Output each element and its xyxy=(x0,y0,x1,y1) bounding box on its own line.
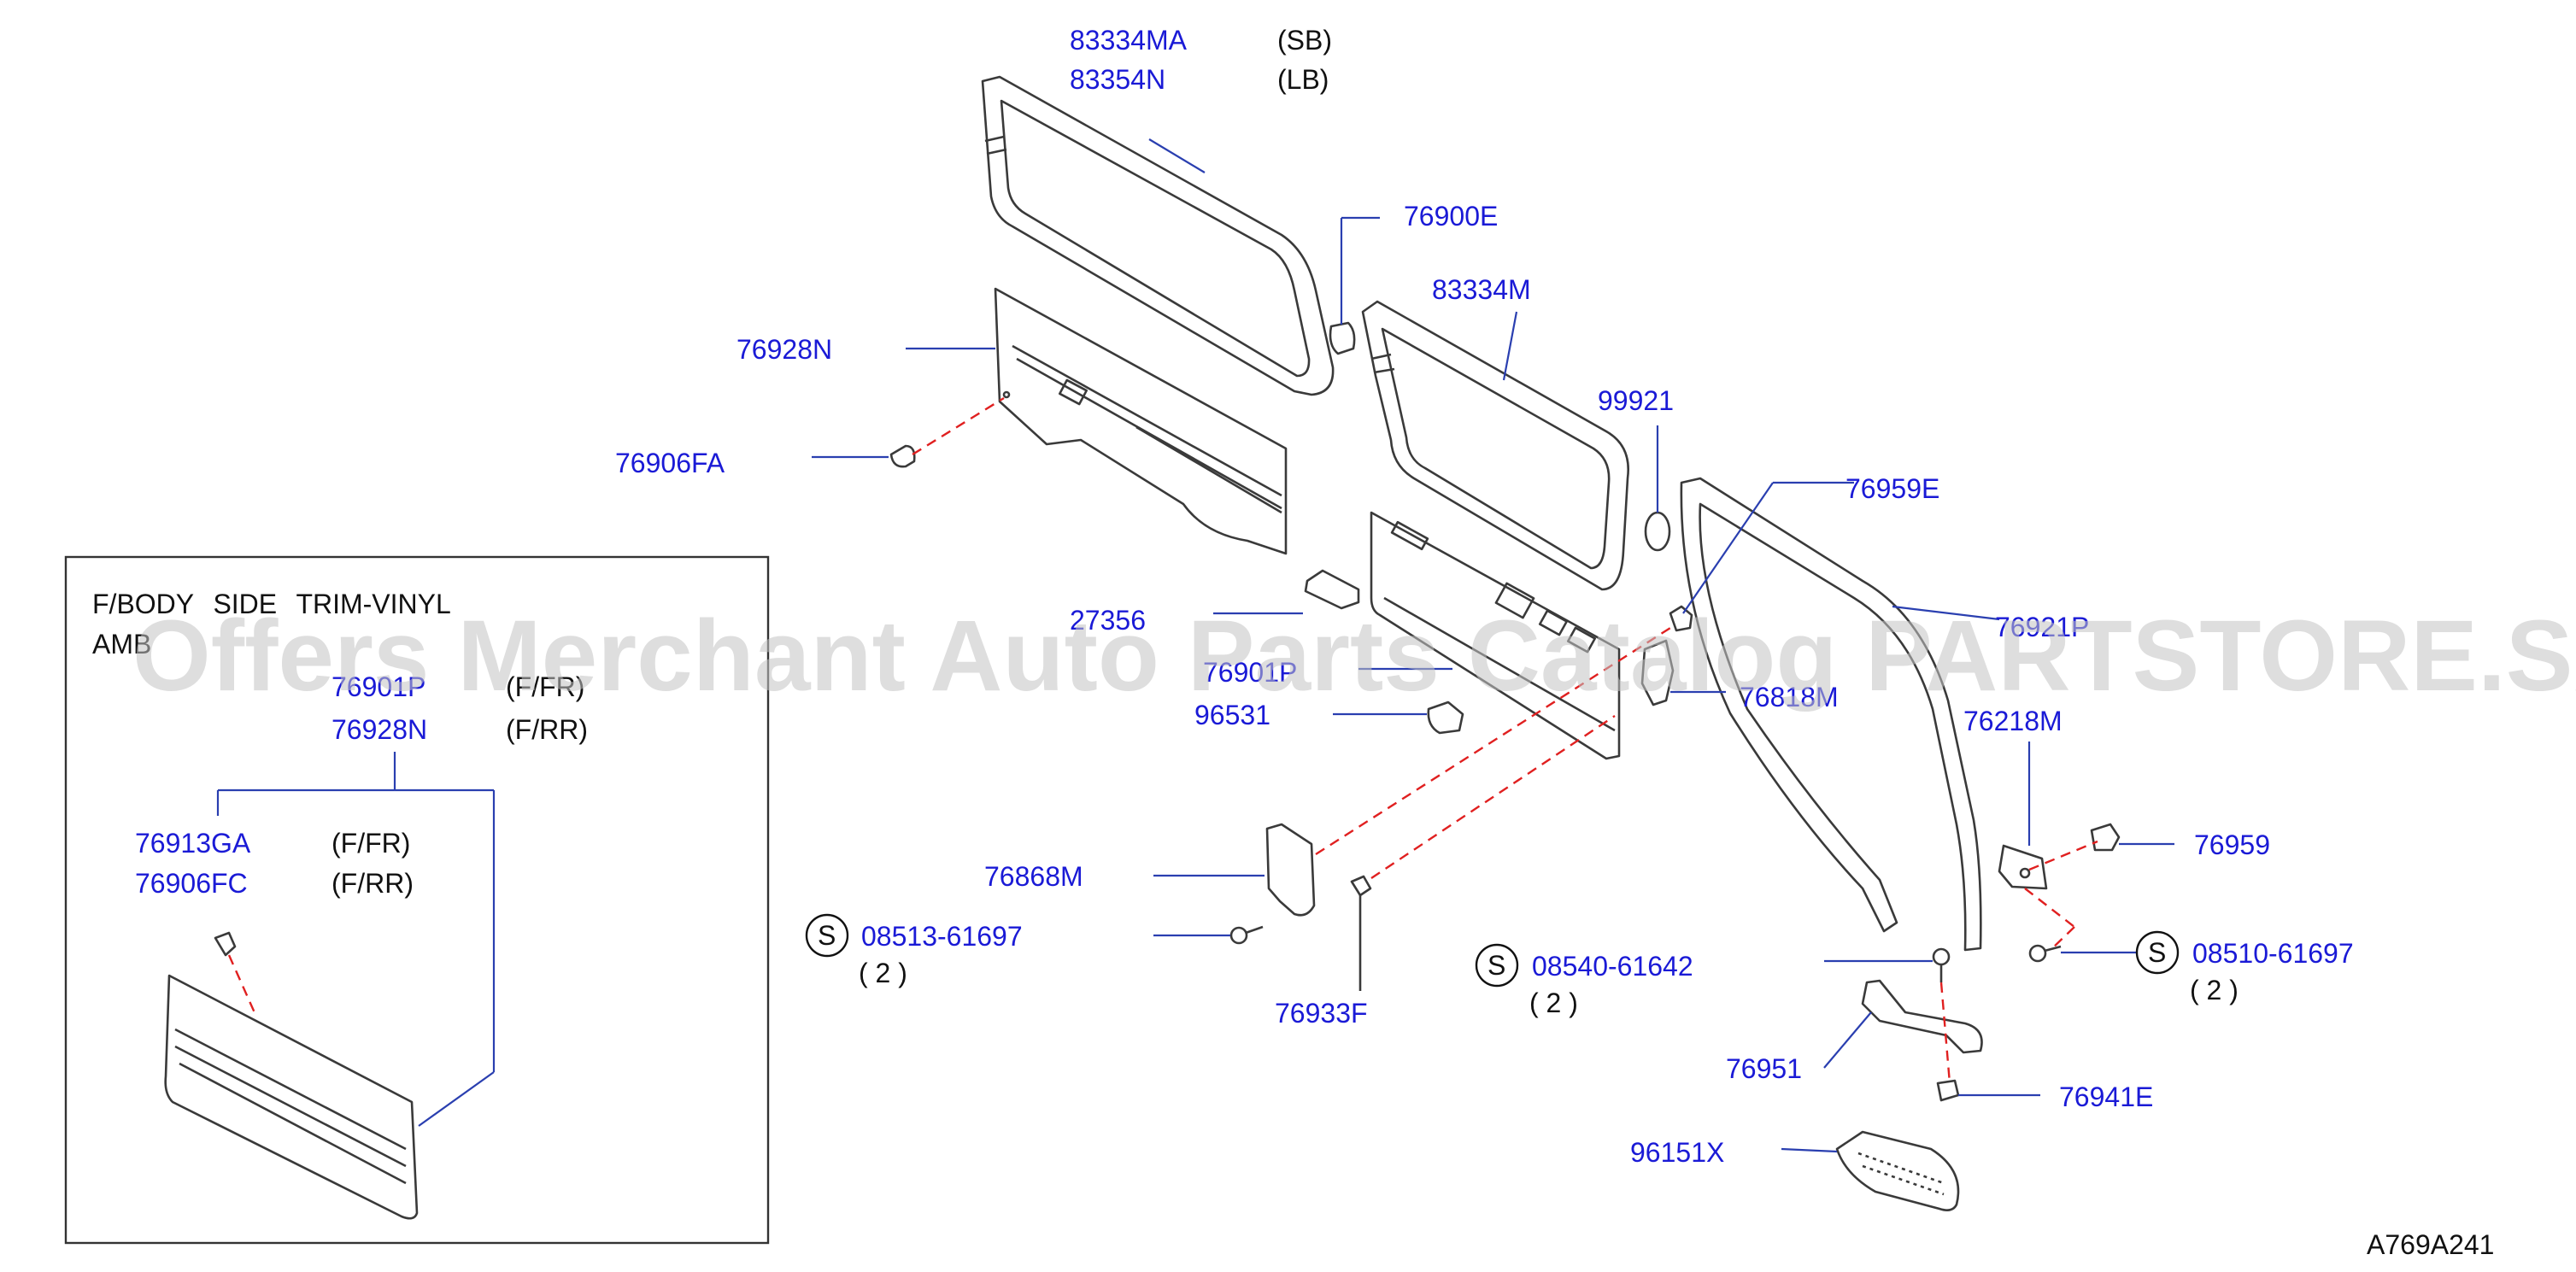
label-76928N: 76928N xyxy=(736,334,832,365)
label-08510-61697: 08510-61697 xyxy=(2192,938,2354,969)
inset-border xyxy=(64,555,770,1245)
label-76218M: 76218M xyxy=(1963,706,2063,736)
inset-note-76928N: (F/RR) xyxy=(506,714,588,745)
watermark-text: Offers Merchant Auto Parts Catalog PARTS… xyxy=(132,600,2576,712)
clip-76933F xyxy=(1350,875,1372,991)
clip-76959 xyxy=(2090,823,2121,852)
inset-label-76913GA: 76913GA xyxy=(135,828,251,859)
label-76933F: 76933F xyxy=(1275,998,1368,1029)
label-83354N: 83354N xyxy=(1070,64,1165,95)
bracket-76818M xyxy=(1640,639,1675,706)
label-76959: 76959 xyxy=(2194,829,2270,860)
label-08513-61697: 08513-61697 xyxy=(861,921,1023,952)
s-symbol-08510 xyxy=(2135,930,2180,975)
label-76951: 76951 xyxy=(1726,1053,1802,1084)
plate-76868M xyxy=(1265,823,1316,917)
label-27356: 27356 xyxy=(1070,605,1146,636)
inset-trim-panel xyxy=(164,974,419,1220)
inset-label-76901P: 76901P xyxy=(332,671,425,702)
bracket-76218M xyxy=(1998,844,2048,890)
inset-note-76901P: (F/FR) xyxy=(506,671,584,702)
bracket-76951 xyxy=(1861,979,1983,1054)
label-96531: 96531 xyxy=(1194,700,1270,730)
assembly-lines xyxy=(912,396,2098,1084)
inset-title: F/BODY SIDE TRIM-VINYL xyxy=(92,589,451,619)
label-96151X: 96151X xyxy=(1630,1137,1724,1168)
label-83334MA: 83334MA xyxy=(1070,25,1188,56)
door-weatherstrip xyxy=(1680,477,1982,952)
inset-subtitle: AMB xyxy=(92,629,151,659)
label-76901P: 76901P xyxy=(1203,657,1297,688)
note-83354N: (LB) xyxy=(1277,64,1329,95)
inset-label-76906FC: 76906FC xyxy=(135,868,248,899)
clip-76959E xyxy=(1669,605,1693,632)
label-76941E: 76941E xyxy=(2059,1081,2153,1112)
qty-08513: ( 2 ) xyxy=(859,958,907,988)
bracket-27356 xyxy=(1304,569,1360,610)
inset-clip xyxy=(214,931,237,957)
s-letter-08510: S xyxy=(2148,937,2166,968)
label-99921: 99921 xyxy=(1598,385,1674,416)
s-letter-08540: S xyxy=(1488,950,1505,981)
label-83334M: 83334M xyxy=(1432,274,1531,305)
s-letter-08513: S xyxy=(818,920,836,951)
label-76959E: 76959E xyxy=(1845,473,1939,504)
inset-panel: F/BODY SIDE TRIM-VINYL AMB 76901P (F/FR)… xyxy=(64,555,770,1245)
screw-08513 xyxy=(1229,925,1264,945)
label-76906FA: 76906FA xyxy=(615,448,725,478)
qty-08540: ( 2 ) xyxy=(1529,988,1578,1018)
clip-76941E xyxy=(1936,1079,1960,1102)
qty-08510: ( 2 ) xyxy=(2190,975,2239,1005)
s-symbol-08540 xyxy=(1475,943,1519,988)
diagram-code: A769A241 xyxy=(2367,1229,2494,1260)
grommet-99921 xyxy=(1644,511,1671,552)
s-symbol-08513 xyxy=(805,913,849,958)
inset-note-76913GA: (F/FR) xyxy=(332,828,410,859)
upper-trim-panel xyxy=(994,287,1288,555)
label-76900E: 76900E xyxy=(1404,201,1498,232)
mat-96151X xyxy=(1835,1130,1960,1211)
inset-note-76906FC: (F/RR) xyxy=(332,868,414,899)
rear-window-seal-upper xyxy=(981,75,1335,396)
label-76818M: 76818M xyxy=(1740,682,1839,712)
label-76868M: 76868M xyxy=(984,861,1083,892)
part-76900E-shape xyxy=(1329,321,1356,355)
leader-lines xyxy=(812,138,2174,1153)
part-96531-shape xyxy=(1427,700,1464,735)
note-83334MA: (SB) xyxy=(1277,25,1332,56)
lower-door-trim-panel xyxy=(1370,511,1621,760)
window-seal-lower xyxy=(1361,300,1629,591)
inset-label-76928N: 76928N xyxy=(332,714,427,745)
screw-08540 xyxy=(1932,947,1951,982)
callout-labels: 83334MA (SB) 83354N (LB) 76900E 83334M 7… xyxy=(615,25,2354,1168)
screw-08510 xyxy=(2028,944,2062,963)
clip-76906FA xyxy=(889,444,916,468)
label-76921P: 76921P xyxy=(1995,612,2089,642)
label-08540-61642: 08540-61642 xyxy=(1532,951,1693,982)
